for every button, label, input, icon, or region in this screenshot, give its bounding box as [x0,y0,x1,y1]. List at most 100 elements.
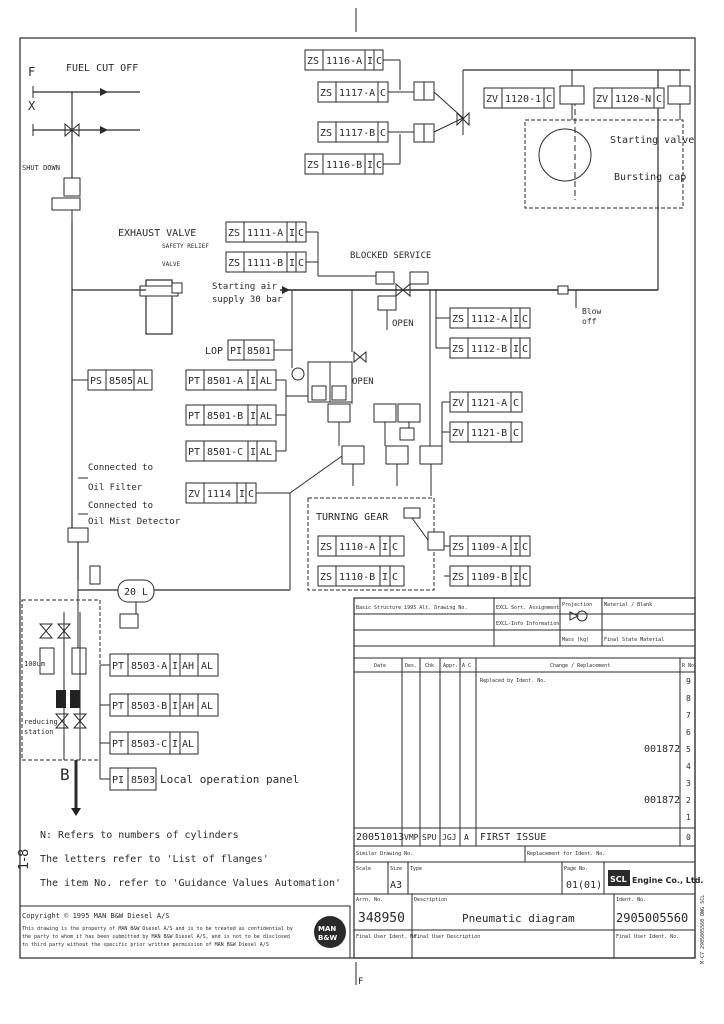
svg-text:Description: Description [414,897,447,903]
svg-text:1109-B: 1109-B [471,572,507,583]
svg-text:C: C [298,258,304,269]
svg-text:ZV: ZV [188,489,200,500]
svg-text:I: I [250,376,256,387]
starting-pilot-valves [559,70,691,120]
svg-text:8503-B: 8503-B [131,701,167,712]
tag-pt-8503-b: PT 8503-B I AH AL [109,693,219,717]
lower-left-piping [67,477,291,660]
svg-text:C: C [380,88,386,99]
svg-text:8501-C: 8501-C [207,447,243,458]
control-valve-cluster [307,290,443,496]
svg-text:9: 9 [686,677,691,686]
svg-text:AH: AH [182,701,194,712]
svg-text:AL: AL [182,739,194,750]
svg-text:6: 6 [686,728,691,737]
turning-gear-valve [403,507,445,551]
note-2: The letters refer to 'List of flanges' [40,854,269,865]
svg-text:20051013: 20051013 [356,832,404,843]
svg-text:C: C [513,398,519,409]
tag-links-1111 [306,231,376,277]
flange-b-label: B [60,765,70,784]
svg-text:4: 4 [686,762,691,771]
oil-filter-label-2: Oil Filter [88,483,143,493]
svg-text:I: I [367,56,373,67]
svg-text:I: I [367,160,373,171]
svg-text:C: C [392,542,398,553]
svg-text:ZS: ZS [320,542,332,553]
svg-text:1121-A: 1121-A [471,398,507,409]
tag-zs-1116-a: ZS 1116-A I C [304,49,384,71]
svg-text:Engine Co., Ltd.: Engine Co., Ltd. [632,876,703,885]
svg-text:01(01): 01(01) [566,880,602,891]
svg-text:1: 1 [686,813,691,822]
svg-text:Projection: Projection [562,602,592,608]
tag-pi-8501: PI 8501 [227,339,275,361]
svg-text:Date: Date [374,663,386,669]
starting-valve-label: Starting valve [610,135,694,146]
svg-text:1114: 1114 [207,489,231,500]
svg-text:Scale: Scale [356,866,371,872]
blow-off-label-1: Blow [582,307,601,316]
svg-text:I: I [250,411,256,422]
svg-text:8503-C: 8503-C [131,739,167,750]
svg-text:ZS: ZS [452,542,464,553]
svg-text:AL: AL [137,376,149,387]
tag-links-8501 [274,290,308,452]
svg-text:1117-A: 1117-A [339,88,375,99]
bursting-cap-label: Bursting cap [614,172,686,183]
svg-text:Chk: Chk [425,663,434,669]
turning-gear-label: TURNING GEAR [316,512,389,523]
svg-text:Arrn. No.: Arrn. No. [356,897,383,903]
tag-zv-1121-a: ZV 1121-A C [449,391,523,413]
svg-text:ZV: ZV [452,398,464,409]
starting-valve-box [524,119,684,209]
svg-text:FIRST ISSUE: FIRST ISSUE [480,832,546,843]
svg-text:1111-A: 1111-A [247,228,283,239]
svg-text:ZS: ZS [452,314,464,325]
svg-text:Des.: Des. [405,663,417,669]
shut-down-label: SHUT DOWN [22,164,60,172]
svg-text:PS: PS [90,376,102,387]
svg-text:AL: AL [260,411,272,422]
tag-pt-8501-b: PT 8501-B I AL [185,404,277,426]
svg-text:Type: Type [410,866,422,872]
svg-text:PT: PT [112,661,124,672]
svg-text:I: I [513,542,519,553]
svg-text:1120-N: 1120-N [615,94,651,105]
open-label-a: OPEN [392,319,414,329]
svg-text:8501: 8501 [247,346,271,357]
safety-relief-label-1: SAFETY RELIEF [162,243,209,250]
copyright-line-2: This drawing is the property of MAN B&W … [22,926,293,932]
tag-links-1121 [441,401,450,446]
copyright-line-1: Copyright © 1995 MAN B&W Diesel A/S [22,912,170,920]
svg-text:1109-A: 1109-A [471,542,507,553]
svg-text:ZS: ZS [320,572,332,583]
svg-text:Size: Size [390,866,402,872]
svg-text:I: I [172,661,178,672]
svg-text:Material / Blank: Material / Blank [604,602,652,608]
fuel-cut-off-label: FUEL CUT OFF [66,63,138,74]
svg-text:C: C [546,94,552,105]
tag-pi-8503: PI 8503 [109,767,157,791]
svg-text:JGJ: JGJ [442,833,456,842]
svg-text:A C: A C [462,663,471,669]
svg-text:Appr.: Appr. [443,663,458,669]
svg-text:B&W: B&W [318,934,337,942]
tag-zv-1120-1: ZV 1120-1 C [483,87,555,109]
safety-relief-label-2: VALVE [162,261,180,268]
note-1: N: Refers to numbers of cylinders [40,830,239,841]
tag-zs-1109-b: ZS 1109-B I C [449,565,531,587]
starting-air-label-1: Starting air [212,282,278,292]
svg-text:001872: 001872 [644,744,680,755]
svg-text:I: I [382,542,388,553]
tag-links-8503 [99,664,110,780]
copyright-box [19,905,351,959]
flange-f-label: F [28,65,35,79]
reducing-station-valves [38,612,88,760]
svg-text:8505: 8505 [109,376,133,387]
svg-text:SCL: SCL [610,875,627,884]
svg-text:1117-B: 1117-B [339,128,375,139]
tank-20l: 20 L [117,579,155,629]
svg-text:C: C [380,128,386,139]
